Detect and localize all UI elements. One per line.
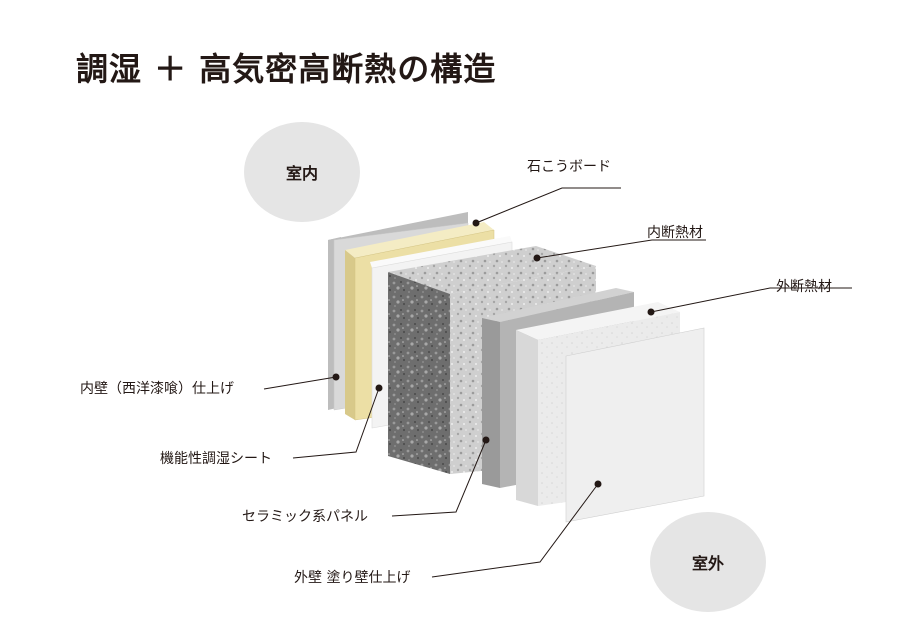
dot-inner-wall-finish — [332, 373, 340, 381]
dot-humidity-sheet — [375, 384, 383, 392]
leader-humidity-sheet — [292, 387, 380, 459]
indoor-label: 室内 — [285, 164, 318, 183]
leader-dots — [332, 219, 655, 488]
layer-outer-wall-finish — [565, 327, 705, 523]
dot-inner-insulation — [533, 254, 541, 262]
leader-inner-insulation — [536, 239, 706, 259]
dot-outer-insulation — [647, 308, 655, 316]
label-outer-insulation: 外断熱材 — [776, 279, 832, 295]
leader-inner-wall-finish — [263, 376, 337, 390]
outdoor-circle: 室外 — [650, 512, 766, 612]
leader-outer-wall-finish — [431, 483, 599, 578]
label-inner-insulation: 内断熱材 — [647, 225, 703, 241]
leader-gypsum-board — [475, 187, 621, 224]
leader-outer-insulation — [650, 287, 852, 313]
leader-ceramic-panel — [391, 439, 487, 517]
page-title: 調湿 ＋ 高気密高断熱の構造 — [76, 50, 497, 88]
label-outer-wall-finish: 外壁 塗り壁仕上げ — [294, 570, 411, 586]
label-inner-wall-finish: 内壁（西洋漆喰）仕上げ — [80, 381, 234, 397]
dot-gypsum-board — [472, 219, 480, 227]
indoor-circle: 室内 — [244, 122, 360, 222]
label-humidity-sheet: 機能性調湿シート — [160, 451, 272, 467]
label-ceramic-panel: セラミック系パネル — [242, 509, 368, 525]
outdoor-label: 室外 — [691, 554, 724, 573]
dot-outer-wall-finish — [594, 480, 602, 488]
label-gypsum-board: 石こうボード — [527, 159, 611, 175]
leader-lines — [263, 187, 852, 578]
dot-ceramic-panel — [482, 436, 490, 444]
